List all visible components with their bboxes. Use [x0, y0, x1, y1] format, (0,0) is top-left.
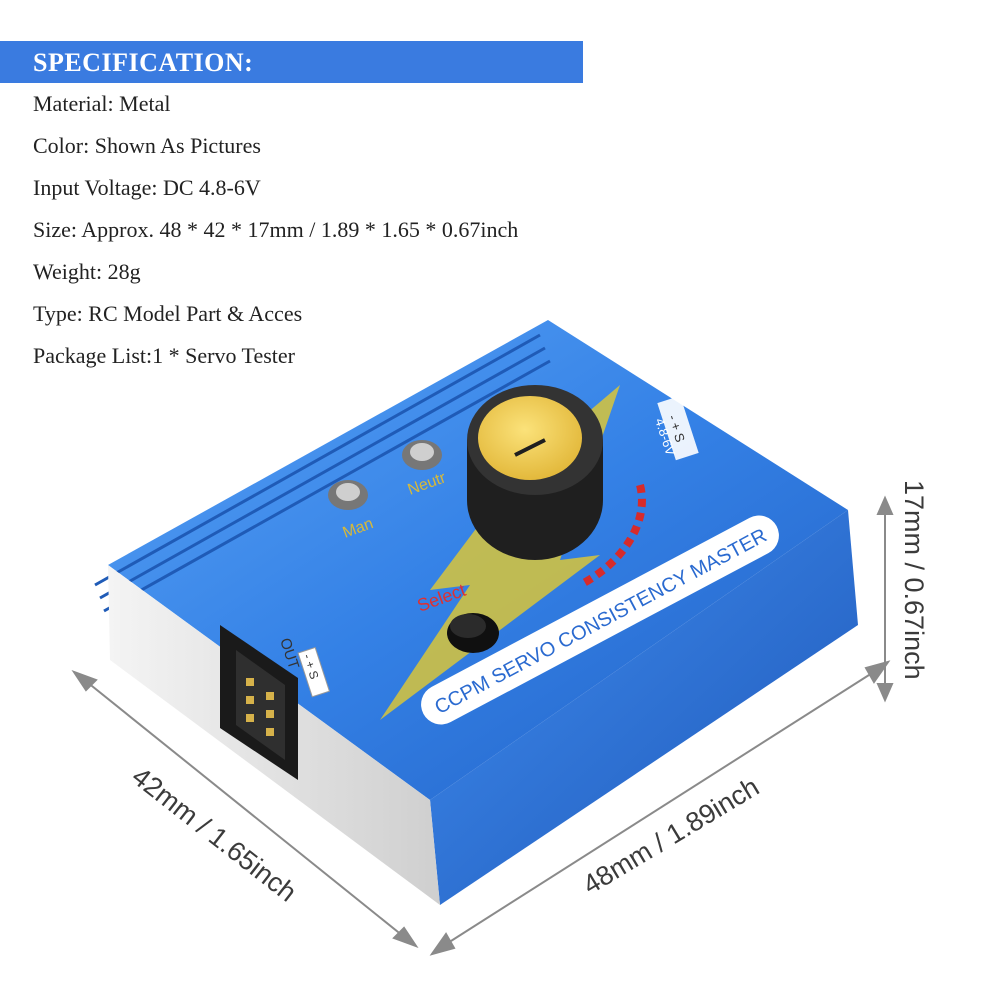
- led-man: [328, 480, 368, 510]
- control-knob: [467, 385, 603, 560]
- output-pin-label: - + S: [297, 646, 331, 698]
- height-dimension-label: 17mm / 0.67inch: [899, 480, 929, 680]
- spec-package-list: Package List:1 * Servo Tester: [33, 343, 295, 368]
- specification-banner: [0, 41, 583, 83]
- device-front-face: [430, 510, 858, 905]
- spec-size: Size: Approx. 48 * 42 * 17mm / 1.89 * 1.…: [33, 217, 519, 242]
- specification-list: Material: Metal Color: Shown As Pictures…: [33, 86, 518, 380]
- led-neutral: [402, 440, 442, 470]
- specification-heading: SPECIFICATION:: [33, 48, 254, 77]
- spec-weight: Weight: 28g: [33, 259, 141, 284]
- knob-scale-arc: [578, 483, 646, 589]
- spec-material: Material: Metal: [33, 91, 171, 116]
- heatsink-ribs: [94, 333, 551, 613]
- power-label: - + S: [657, 395, 699, 461]
- spec-input-voltage: Input Voltage: DC 4.8-6V: [33, 175, 261, 200]
- select-button: [447, 613, 499, 653]
- spec-color: Color: Shown As Pictures: [33, 133, 261, 158]
- output-connector: [220, 625, 298, 780]
- dimension-lines: [71, 495, 894, 956]
- spec-type: Type: RC Model Part & Acces: [33, 301, 303, 326]
